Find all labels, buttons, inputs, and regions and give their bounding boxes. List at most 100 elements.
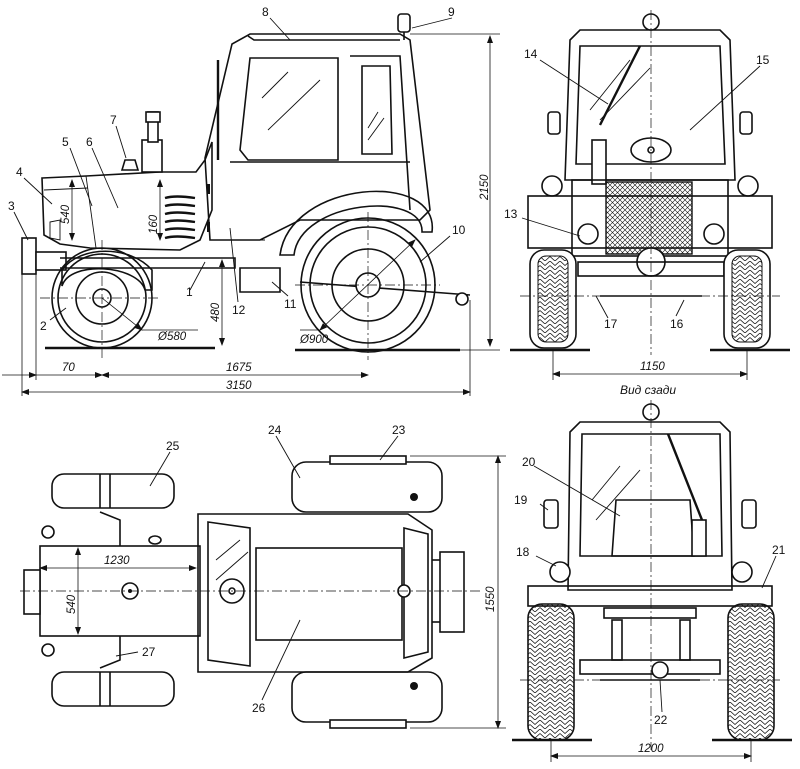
callout-6: 6 [86, 135, 93, 149]
drawbar [299, 281, 471, 296]
callout-15: 15 [756, 53, 770, 67]
callout-14: 14 [524, 47, 538, 61]
rear-cab [567, 421, 733, 591]
front-view: 1150 14 15 13 16 17 Вид сзади [504, 10, 790, 397]
hitch [455, 292, 469, 306]
exhaust-cap [145, 111, 161, 123]
callout-10: 10 [452, 223, 466, 237]
dim-d580: Ø580 [157, 331, 187, 343]
dim-3150: 3150 [226, 380, 252, 392]
roof-hatch [255, 547, 403, 641]
rear-fender [279, 190, 433, 256]
callout-25: 25 [166, 439, 180, 453]
dim-d900: Ø900 [299, 334, 329, 346]
callout-9: 9 [448, 5, 455, 19]
callout-20: 20 [522, 455, 536, 469]
rear-right-tire [727, 603, 775, 741]
frame-rail [60, 257, 236, 269]
cab-body [204, 33, 431, 241]
rear-view: 1200 20 19 18 21 22 [512, 400, 792, 762]
top-front-tire-right [51, 671, 175, 707]
dim-70: 70 [62, 362, 75, 374]
door-rear-edge [350, 55, 411, 211]
cab-side-window [361, 65, 393, 155]
top-view: 1230 540 1550 24 23 25 26 27 [20, 423, 506, 729]
beacon-lamp [120, 159, 140, 171]
rear-seat [611, 499, 695, 557]
headlight-side [49, 219, 61, 241]
top-rear-tire-right [291, 671, 443, 723]
rear-wiper [666, 433, 704, 521]
dim-1550: 1550 [485, 586, 497, 612]
rear-view-mirror [397, 13, 411, 33]
headlight-right [703, 223, 725, 245]
callout-22: 22 [654, 713, 668, 727]
wiper [598, 45, 642, 126]
top-ballast [23, 569, 41, 615]
dim-540-side: 540 [60, 204, 72, 224]
marker-lamp-2 [207, 222, 210, 232]
callout-7: 7 [110, 113, 117, 127]
dim-1230: 1230 [104, 555, 130, 567]
dim-2150: 2150 [479, 174, 491, 201]
dim-160: 160 [148, 214, 160, 234]
dim-1675: 1675 [226, 362, 252, 374]
callout-21: 21 [772, 543, 786, 557]
top-rear-tire-left [291, 461, 443, 513]
rear-fender-bar [527, 585, 773, 607]
callout-2: 2 [40, 319, 47, 333]
lamp-left [541, 175, 563, 197]
callout-23: 23 [392, 423, 406, 437]
windshield-glare [589, 59, 651, 121]
rear-lamp-left [543, 499, 559, 529]
front-cab [564, 29, 736, 181]
air-intake [141, 139, 163, 173]
cab-front-window [239, 57, 339, 161]
radiator-grille [605, 181, 693, 255]
callout-5: 5 [62, 135, 69, 149]
lamp-right [737, 175, 759, 197]
side-leaders [13, 17, 453, 321]
rear-view-caption: Вид сзади [620, 383, 676, 397]
callout-1: 1 [186, 285, 193, 299]
callout-24: 24 [268, 423, 282, 437]
rear-lamp-right [741, 499, 757, 529]
side-window-glare [367, 111, 385, 141]
cab-roof-line [247, 35, 400, 41]
hood-line [43, 187, 89, 191]
hood-louvers [164, 195, 196, 240]
callout-27: 27 [142, 645, 156, 659]
front-windshield [575, 45, 726, 165]
callout-17: 17 [604, 317, 618, 331]
callout-8: 8 [262, 5, 269, 19]
top-cab [197, 513, 433, 673]
callout-19: 19 [514, 493, 528, 507]
top-windshield [207, 521, 251, 667]
headlight-left [577, 223, 599, 245]
front-ballast [21, 237, 37, 275]
callout-12: 12 [232, 303, 246, 317]
rear-left-tire [527, 603, 575, 741]
callout-3: 3 [8, 199, 15, 213]
grille-edge [85, 175, 97, 249]
rear-window [579, 433, 723, 557]
callout-13: 13 [504, 207, 518, 221]
window-glare [261, 71, 321, 131]
dim-480: 480 [210, 302, 222, 322]
top-front-tire-left [51, 473, 175, 509]
step [239, 267, 281, 293]
callout-18: 18 [516, 545, 530, 559]
callout-16: 16 [670, 317, 684, 331]
dim-1150: 1150 [640, 361, 665, 373]
callout-11: 11 [284, 297, 297, 311]
callout-26: 26 [252, 701, 266, 715]
callout-4: 4 [16, 165, 23, 179]
dim-540-top: 540 [66, 594, 78, 614]
dim-1200: 1200 [638, 743, 664, 755]
marker-lamp-1 [207, 184, 210, 194]
rear-hitch-top [439, 551, 465, 633]
front-bumper [35, 251, 67, 271]
front-exhaust [591, 139, 607, 185]
